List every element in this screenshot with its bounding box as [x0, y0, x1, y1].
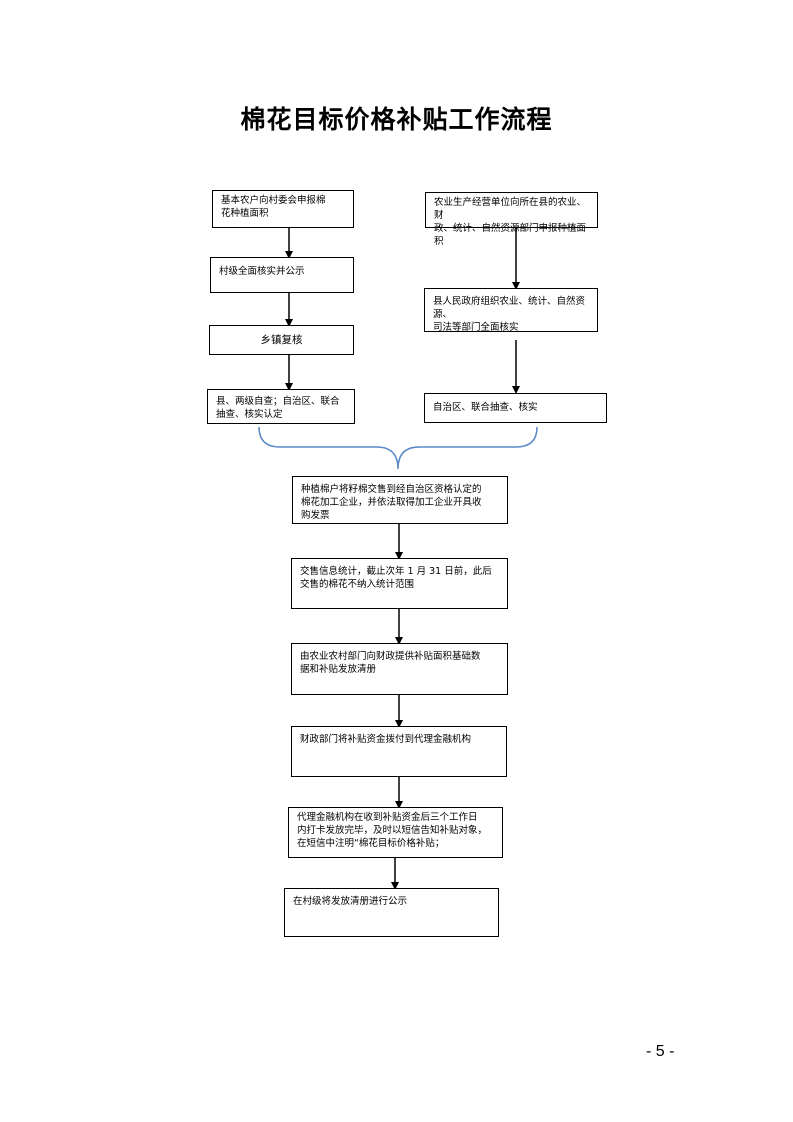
step-main-4: 财政部门将补贴资金拨付到代理金融机构 [291, 726, 507, 777]
step-right-2: 县人民政府组织农业、统计、自然资源、 司法等部门全面核实 [424, 288, 598, 333]
page-title: 棉花目标价格补贴工作流程 [240, 105, 553, 134]
step-main-3: 由农业农村部门向财政提供补贴面积基础数 据和补贴发放清册 [291, 643, 508, 695]
step-main-1: 种植棉户将籽棉交售到经自治区资格认定的 棉花加工企业，并依法取得加工企业开具收 … [292, 476, 508, 524]
step-main-6: 在村级将发放清册进行公示 [284, 888, 499, 937]
merge-brace [258, 426, 538, 470]
step-left-4: 县、两级自查；自治区、联合 抽查、核实认定 [207, 389, 355, 424]
step-right-1: 农业生产经营单位向所在县的农业、财 政、统计、自然资源部门申报种植面积 [425, 192, 598, 247]
step-main-2: 交售信息统计，截止次年 1 月 31 日前，此后 交售的棉花不纳入统计范围 [291, 558, 508, 609]
step-main-5: 代理金融机构在收到补贴资金后三个工作日 内打卡发放完毕，及时以短信告知补贴对象，… [288, 807, 503, 858]
step-left-2: 村级全面核实并公示 [210, 257, 354, 293]
page-number: - 5 - [646, 1043, 675, 1060]
step-right-3: 自治区、联合抽查、核实 [424, 393, 607, 423]
step-left-3: 乡镇复核 [209, 325, 354, 355]
step-left-1: 基本农户向村委会申报棉 花种植面积 [212, 190, 354, 228]
